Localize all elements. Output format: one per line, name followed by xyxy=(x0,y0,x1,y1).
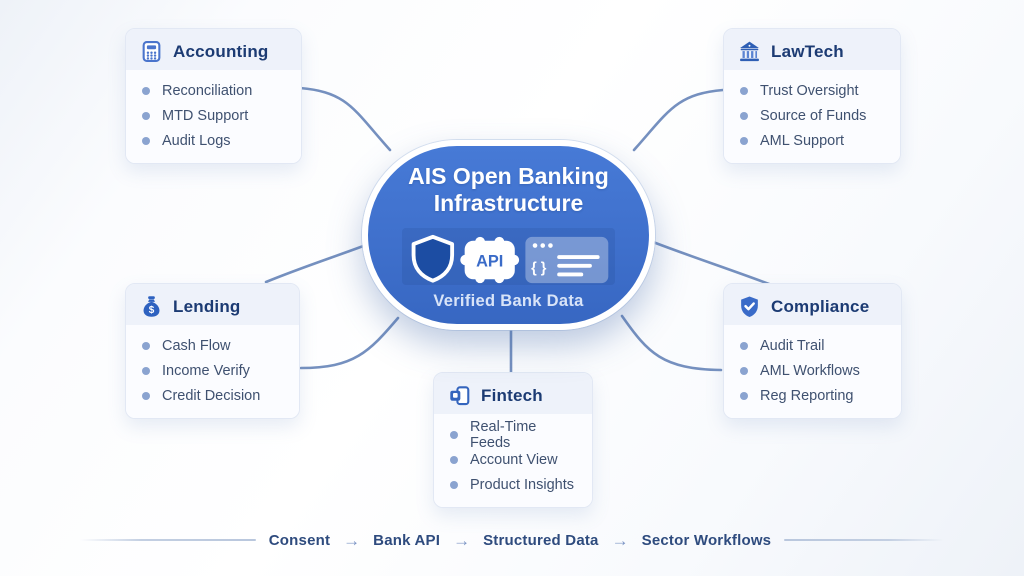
bullet-icon xyxy=(450,480,458,489)
arrow-right-icon: → xyxy=(611,530,629,550)
center-icons-group: API { } xyxy=(411,234,608,284)
center-title: AIS Open Banking Infrastructure xyxy=(408,163,609,216)
list-item: Reconciliation xyxy=(142,78,287,103)
bullet-icon xyxy=(740,341,748,350)
calculator-icon xyxy=(140,40,163,63)
list-item: Audit Trail xyxy=(740,333,887,358)
api-chip-icon: API xyxy=(459,236,519,284)
node-fintech-header: Fintech xyxy=(434,373,592,414)
connector-accounting-center xyxy=(298,86,392,152)
node-lawtech-header: LawTech xyxy=(724,29,900,70)
bullet-icon xyxy=(740,111,748,120)
bullet-icon xyxy=(740,366,748,375)
list-item: AML Support xyxy=(740,128,886,153)
bullet-icon xyxy=(450,455,458,464)
flow-step-structured-data: Structured Data xyxy=(483,531,599,549)
list-item: Trust Oversight xyxy=(740,78,886,103)
center-subtitle: Verified Bank Data xyxy=(433,292,584,310)
node-lending-title: Lending xyxy=(173,296,241,316)
node-lending-header: $ Lending xyxy=(126,284,299,325)
node-lawtech[interactable]: LawTech Trust Oversight Source of Funds … xyxy=(723,28,901,164)
list-item: Income Verify xyxy=(142,358,285,383)
money-bag-icon: $ xyxy=(140,295,163,318)
list-item: Reg Reporting xyxy=(740,383,887,408)
svg-text:{ }: { } xyxy=(531,261,547,277)
arrow-right-icon: → xyxy=(453,530,471,550)
node-accounting-title: Accounting xyxy=(173,41,269,61)
list-item: Cash Flow xyxy=(142,333,285,358)
connector-center-compliance-bottom xyxy=(620,314,723,372)
bullet-icon xyxy=(142,341,150,350)
shield-check-icon xyxy=(738,295,761,318)
connector-lending-center-bottom xyxy=(299,316,400,370)
node-lending[interactable]: $ Lending Cash Flow Income Verify Credit… xyxy=(125,283,300,419)
node-fintech-title: Fintech xyxy=(481,385,543,405)
node-lawtech-title: LawTech xyxy=(771,41,844,61)
shield-icon xyxy=(411,234,454,283)
svg-text:$: $ xyxy=(149,305,155,316)
flow-step-bank-api: Bank API xyxy=(373,531,441,549)
bullet-icon xyxy=(142,366,150,375)
browser-window-icon: { } xyxy=(524,236,608,284)
list-item: Credit Decision xyxy=(142,383,285,408)
bullet-icon xyxy=(142,136,150,145)
flow-line-right xyxy=(784,539,945,541)
node-compliance-header: Compliance xyxy=(724,284,901,325)
connector-lawtech-center xyxy=(632,88,725,152)
list-item: Source of Funds xyxy=(740,103,886,128)
process-flow: Consent → Bank API → Structured Data → S… xyxy=(0,525,1024,555)
list-item: MTD Support xyxy=(142,103,287,128)
flow-step-sector-workflows: Sector Workflows xyxy=(641,531,772,549)
mobile-device-icon xyxy=(448,384,471,407)
node-accounting-header: Accounting xyxy=(126,29,301,70)
bank-icon xyxy=(738,40,761,63)
list-item: Product Insights xyxy=(450,472,578,497)
bullet-icon xyxy=(740,86,748,95)
center-hub[interactable]: AIS Open Banking Infrastructure API xyxy=(362,140,655,330)
svg-text:API: API xyxy=(476,252,503,270)
flow-step-consent: Consent xyxy=(268,531,331,549)
bullet-icon xyxy=(142,86,150,95)
connector-lending-center-top xyxy=(264,243,368,284)
connector-center-compliance-top xyxy=(651,240,779,289)
list-item: Real-Time Feeds xyxy=(450,419,578,451)
flow-line-left xyxy=(79,539,256,541)
node-accounting[interactable]: Accounting Reconciliation MTD Support Au… xyxy=(125,28,302,164)
node-fintech[interactable]: Fintech Real-Time Feeds Account View Pro… xyxy=(433,372,593,508)
list-item: Account View xyxy=(450,447,578,472)
bullet-icon xyxy=(740,391,748,400)
arrow-right-icon: → xyxy=(343,530,361,550)
bullet-icon xyxy=(142,111,150,120)
bullet-icon xyxy=(450,430,458,439)
node-compliance-title: Compliance xyxy=(771,296,870,316)
list-item: Audit Logs xyxy=(142,128,287,153)
node-compliance[interactable]: Compliance Audit Trail AML Workflows Reg… xyxy=(723,283,902,419)
bullet-icon xyxy=(740,136,748,145)
bullet-icon xyxy=(142,391,150,400)
list-item: AML Workflows xyxy=(740,358,887,383)
